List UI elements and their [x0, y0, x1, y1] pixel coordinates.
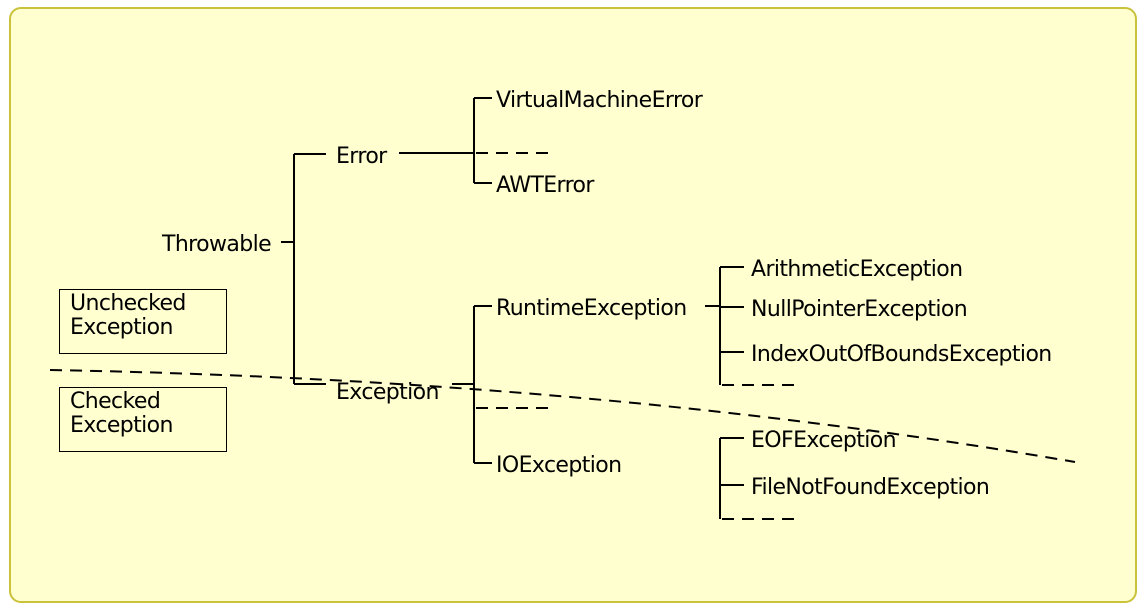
node-nullpointerexception: NullPointerException — [751, 297, 967, 322]
node-labels: Throwable Error VirtualMachineError AWTE… — [161, 88, 1052, 500]
node-throwable: Throwable — [161, 232, 271, 257]
node-eofexception: EOFException — [751, 428, 896, 453]
unchecked-legend-line-2: Exception — [70, 315, 173, 340]
node-exception: Exception — [336, 380, 439, 405]
node-runtimeexception: RuntimeException — [496, 296, 687, 321]
node-filenotfoundexception: FileNotFoundException — [751, 475, 989, 500]
unchecked-legend-line-1: Unchecked — [70, 291, 186, 316]
node-arithmeticexception: ArithmeticException — [751, 257, 962, 282]
diagram-panel — [9, 7, 1137, 603]
runtimeexception-connectors — [705, 266, 798, 386]
node-awterror: AWTError — [496, 173, 595, 198]
checked-legend-line-1: Checked — [70, 389, 161, 414]
throwable-connectors — [281, 153, 326, 385]
node-indexoutofboundsexception: IndexOutOfBoundsException — [751, 342, 1052, 367]
checked-unchecked-boundary — [49, 369, 1076, 463]
ioexception-connectors — [719, 437, 798, 520]
checked-exception-legend-box: Checked Exception — [59, 387, 227, 452]
node-virtualmachineerror: VirtualMachineError — [496, 88, 704, 113]
unchecked-exception-legend-box: Unchecked Exception — [59, 289, 227, 354]
node-error: Error — [336, 144, 388, 169]
node-ioexception: IOException — [496, 453, 621, 478]
error-connectors — [399, 97, 552, 184]
exception-connectors — [452, 305, 552, 464]
checked-legend-line-2: Exception — [70, 413, 173, 438]
